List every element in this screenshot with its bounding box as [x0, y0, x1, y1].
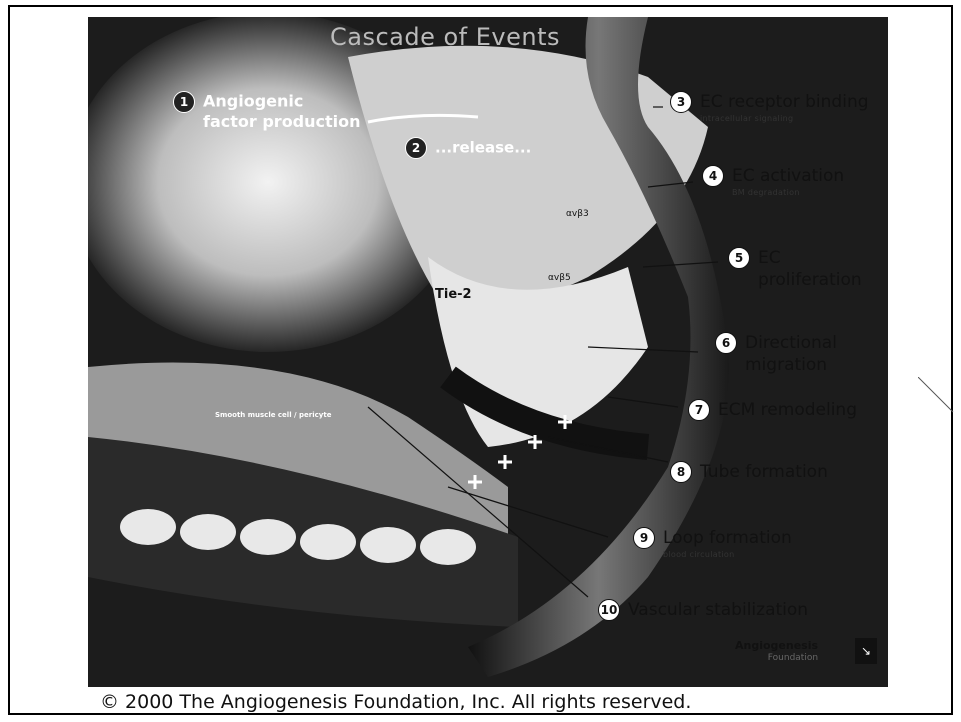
- step-2-text: ...release...: [435, 139, 531, 157]
- copyright-notice: © 2000 The Angiogenesis Foundation, Inc.…: [100, 691, 691, 713]
- step-6-text: Directional: [745, 333, 837, 353]
- step-4-subtext: BM degradation: [732, 188, 800, 197]
- step-8-number: 8: [670, 461, 692, 483]
- step-6-number: 6: [715, 332, 737, 354]
- tie2-label: Tie-2: [435, 287, 472, 302]
- step-9-subtext: blood circulation: [663, 550, 734, 559]
- step-3-number: 3: [670, 91, 692, 113]
- step-5-number: 5: [728, 247, 750, 269]
- step-7-text: ECM remodeling: [718, 400, 857, 420]
- step-7-number: 7: [688, 399, 710, 421]
- step-10-text: Vascular stabilization: [628, 600, 808, 620]
- step-6-text-line2: migration: [745, 355, 827, 375]
- step-1-text: Angiogenic: [203, 92, 303, 111]
- logo-mark-icon: ↘: [855, 638, 877, 664]
- step-7-label: 7 ECM remodeling: [688, 399, 857, 421]
- step-5-text-line2: proliferation: [758, 270, 862, 290]
- step-5-text: EC: [758, 248, 781, 268]
- integrin-label-b: αvβ5: [548, 273, 571, 283]
- step-8-text: Tube formation: [700, 462, 828, 482]
- logo-sub: Foundation: [735, 652, 818, 664]
- step-5-label: 5 EC proliferation: [728, 247, 862, 290]
- step-1-text-line2: factor production: [203, 112, 361, 131]
- step-4-text: EC activation: [732, 166, 844, 186]
- integrin-label-a: αvβ3: [566, 209, 589, 219]
- diagram-title: Cascade of Events: [330, 23, 560, 51]
- step-6-label: 6 Directional migration: [715, 332, 837, 375]
- step-3-subtext: intracellular signaling: [700, 114, 793, 123]
- step-9-text: Loop formation: [663, 528, 792, 548]
- step-8-label: 8 Tube formation: [670, 461, 828, 483]
- step-1-number: 1: [173, 91, 195, 113]
- logo-name: Angiogenesis: [735, 639, 818, 652]
- step-10-label: 10 Vascular stabilization: [598, 599, 808, 621]
- figure-frame: Cascade of Events 1 Angiogenic factor pro…: [8, 5, 953, 715]
- step-3-text: EC receptor binding: [700, 92, 869, 112]
- foundation-logo: Angiogenesis Foundation: [735, 640, 818, 664]
- step-9-number: 9: [633, 527, 655, 549]
- step-2-number: 2: [405, 137, 427, 159]
- step-4-number: 4: [702, 165, 724, 187]
- cell-label: Smooth muscle cell / pericyte: [215, 411, 331, 419]
- step-10-number: 10: [598, 599, 620, 621]
- step-1-label: 1 Angiogenic factor production: [173, 91, 361, 131]
- step-2-label: 2 ...release...: [405, 137, 531, 159]
- stray-line: [918, 377, 958, 427]
